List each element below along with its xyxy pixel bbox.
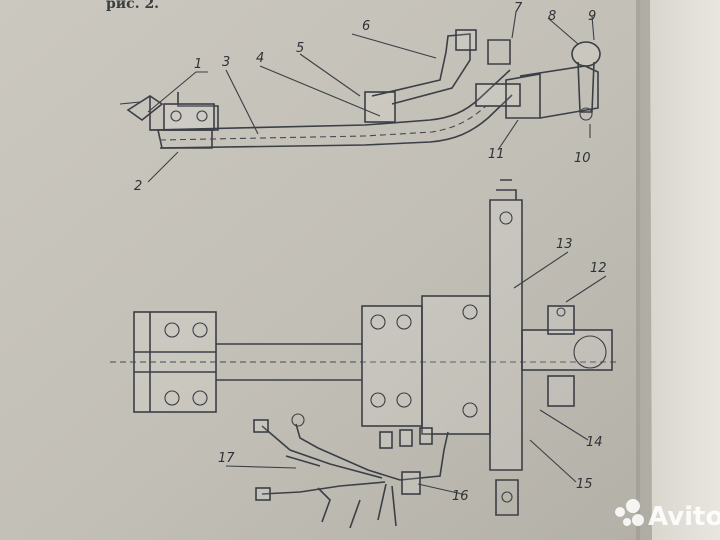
figure-header: рис. 2. — [106, 0, 159, 12]
callout-7: 7 — [514, 1, 523, 16]
avito-logo-icon — [615, 499, 644, 526]
callout-13: 13 — [556, 237, 573, 252]
callout-3: 3 — [222, 55, 230, 70]
callout-12: 12 — [590, 261, 607, 276]
callout-5: 5 — [296, 41, 304, 56]
callout-14: 14 — [586, 435, 603, 450]
callout-15: 15 — [576, 477, 593, 492]
callout-9: 9 — [588, 9, 596, 24]
callout-8: 8 — [548, 9, 556, 24]
callout-labels: 1 2 3 4 5 6 7 8 9 10 11 12 13 14 15 16 1… — [134, 1, 607, 504]
callout-2: 2 — [134, 179, 142, 194]
side-view-drawing — [119, 11, 601, 183]
callout-17: 17 — [218, 451, 235, 466]
callout-16: 16 — [452, 489, 469, 504]
callout-10: 10 — [574, 151, 591, 166]
page-fold-shadow — [636, 0, 652, 540]
avito-watermark: Avito — [615, 499, 720, 532]
avito-watermark-text: Avito — [648, 502, 720, 532]
callout-11: 11 — [488, 147, 505, 162]
callout-4: 4 — [256, 51, 264, 66]
callout-1: 1 — [194, 57, 202, 72]
page-edge — [640, 0, 720, 540]
top-view-drawing — [110, 179, 620, 529]
callout-6: 6 — [362, 19, 370, 34]
